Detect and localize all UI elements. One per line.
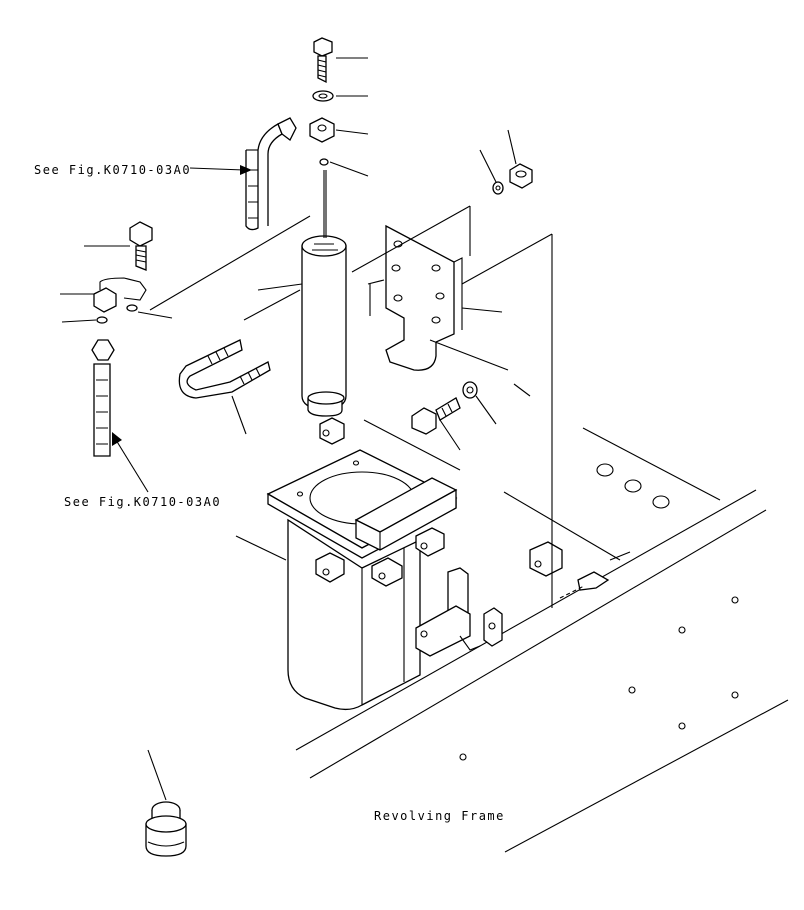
u-bolt — [178, 339, 271, 399]
tank-box — [266, 449, 610, 711]
arrow-icon — [240, 165, 252, 175]
reference-arrows — [112, 165, 252, 493]
arrow-icon — [112, 432, 122, 446]
ref-label-bottom: See Fig.K0710-03A0 — [64, 495, 221, 509]
left-fittings — [93, 277, 147, 324]
revolving-frame — [235, 427, 789, 853]
cap-part — [145, 801, 187, 857]
mounting-plate — [385, 224, 463, 371]
filter-cylinder — [301, 170, 347, 445]
leader-lines — [60, 57, 553, 801]
top-bolt — [309, 37, 335, 166]
frame-label: Revolving Frame — [374, 809, 505, 823]
hose-left — [91, 339, 115, 457]
bolt-washer-lower — [411, 381, 478, 435]
left-bolt — [129, 221, 153, 271]
ref-label-top: See Fig.K0710-03A0 — [34, 163, 191, 177]
nut-washer-top-right — [492, 163, 533, 195]
hose-top — [245, 117, 297, 231]
